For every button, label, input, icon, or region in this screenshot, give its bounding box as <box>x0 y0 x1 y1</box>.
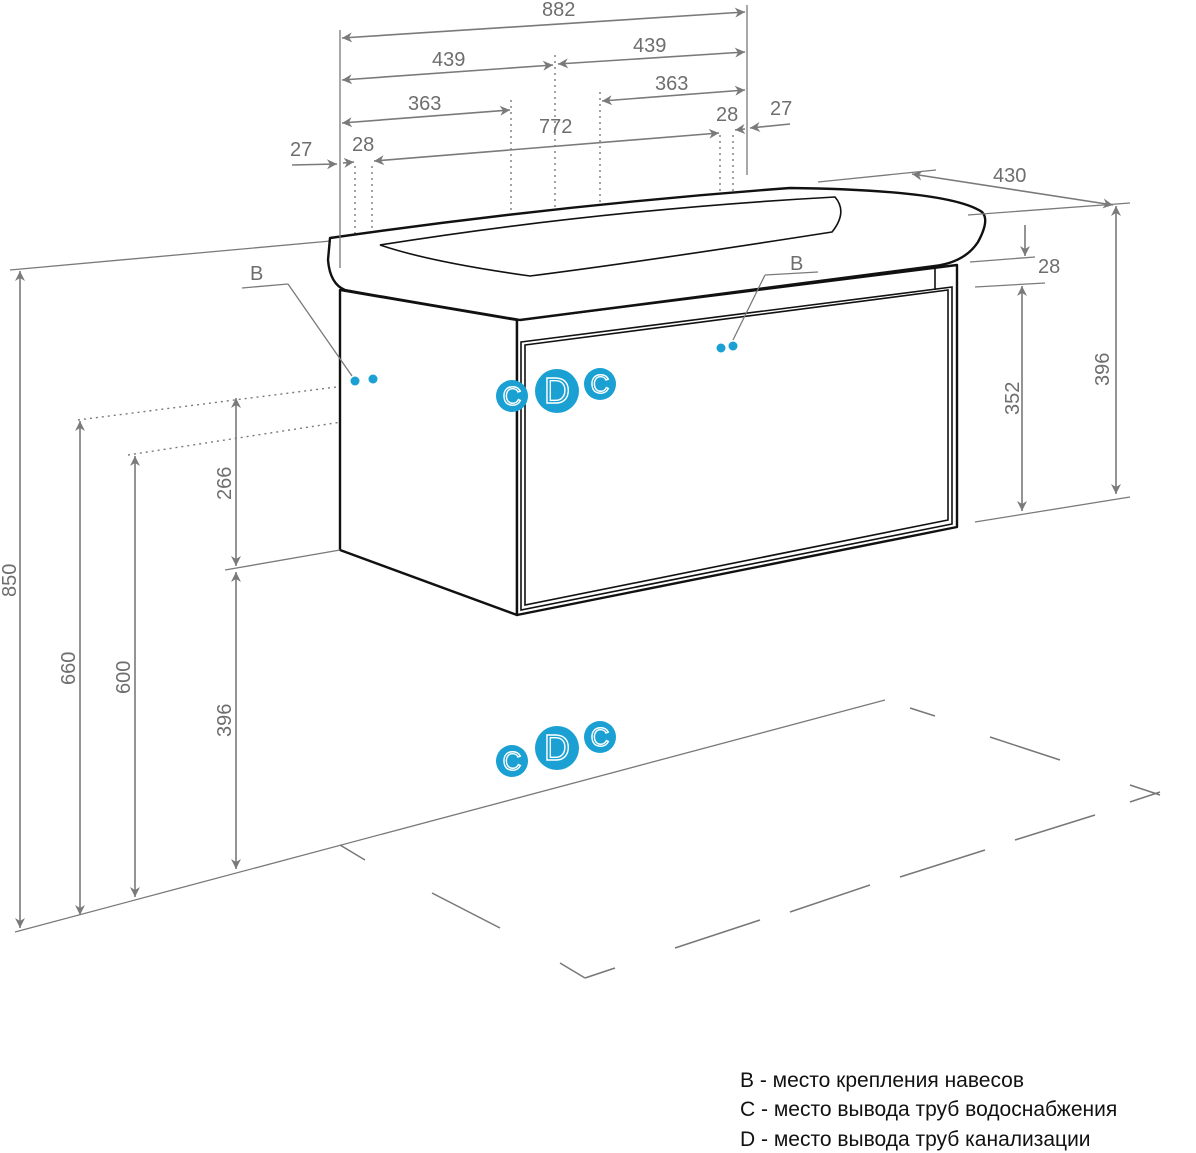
dim-water-left: 363 <box>408 93 441 115</box>
water-outlet-label: C <box>591 722 610 752</box>
mount-label-right: B <box>790 253 803 275</box>
dim-floor-to-mount: 660 <box>58 652 80 685</box>
water-outlet-label: C <box>503 381 522 411</box>
drain-outlet-label: D <box>544 727 570 768</box>
mount-label-left: B <box>250 263 263 285</box>
legend: B - место крепления навесов C - место вы… <box>740 1069 1117 1151</box>
cabinet <box>338 263 959 617</box>
dim-total-height-right: 396 <box>1092 353 1114 386</box>
floor-outline <box>339 707 1161 979</box>
dim-floor-to-top: 850 <box>0 564 21 597</box>
legend-item-b: B - место крепления навесов <box>740 1069 1024 1092</box>
dim-depth: 430 <box>993 165 1026 187</box>
dim-water-right: 363 <box>655 73 688 95</box>
dim-mount-to-bottom: 266 <box>214 467 236 500</box>
dim-top-thickness: 28 <box>1038 256 1060 278</box>
mount-points-left <box>350 374 378 386</box>
drain-outlet-label: D <box>544 370 570 411</box>
floor-line <box>14 699 886 933</box>
legend-item-d: D - место вывода труб канализации <box>740 1128 1091 1151</box>
wall-line <box>9 239 343 271</box>
dim-half-left: 439 <box>432 49 465 71</box>
mount-points-right <box>716 341 738 353</box>
basin <box>326 186 987 322</box>
water-outlet-label: C <box>591 369 610 399</box>
legend-item-c: C - место вывода труб водоснабжения <box>740 1098 1117 1121</box>
water-outlet-label: C <box>503 746 522 776</box>
outlets-wall: C D C <box>496 368 616 413</box>
dim-mount-span: 772 <box>539 116 572 138</box>
dim-floor-to-water: 600 <box>113 661 135 694</box>
dim-floor-to-bottom: 396 <box>214 704 236 737</box>
dim-edge-offset-left: 27 <box>290 139 312 161</box>
outlets-floor: C D C <box>496 721 616 777</box>
dim-total-width: 882 <box>542 0 575 21</box>
dim-mount-offset-right: 28 <box>716 104 738 126</box>
dim-mount-offset-left: 28 <box>352 134 374 156</box>
dim-half-right: 439 <box>633 35 666 57</box>
dim-edge-offset-right: 27 <box>770 98 792 120</box>
dim-body-height: 352 <box>1002 382 1024 415</box>
